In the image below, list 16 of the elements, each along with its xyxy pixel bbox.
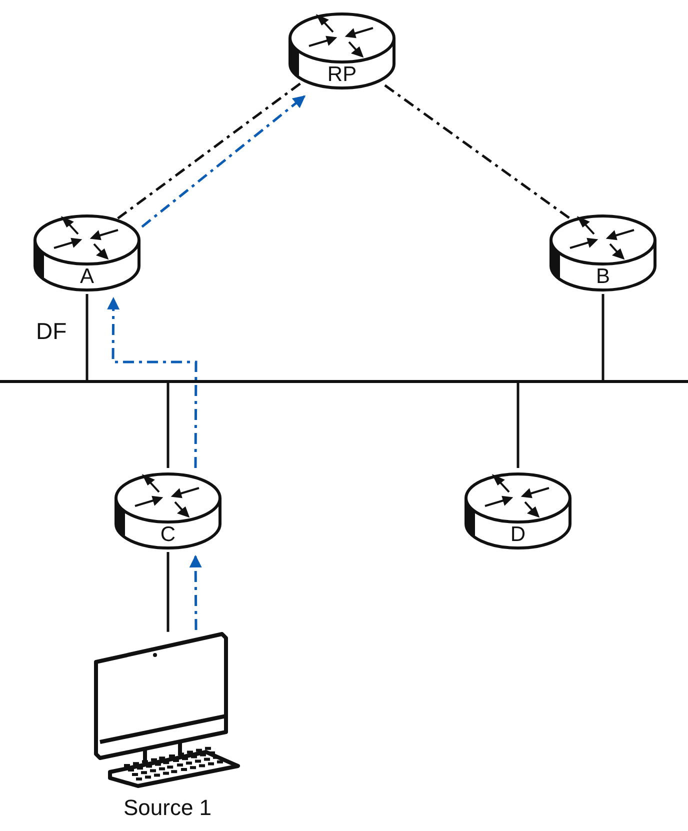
node-label: Source 1 [122,794,213,822]
connector-line [602,294,604,380]
router-label: RP [326,63,358,87]
router-label: D [509,523,527,547]
arrow [107,296,198,468]
connector-line [166,383,170,468]
router-role-label: DF [36,318,67,345]
router-label: C [159,523,177,547]
router-label: A [78,265,95,289]
router-label: B [594,265,611,289]
connector-line [166,552,170,632]
arrow [189,554,202,630]
connector-line [117,82,301,220]
connector-line [86,294,88,380]
arrow [141,95,306,228]
connector-line [516,383,520,468]
